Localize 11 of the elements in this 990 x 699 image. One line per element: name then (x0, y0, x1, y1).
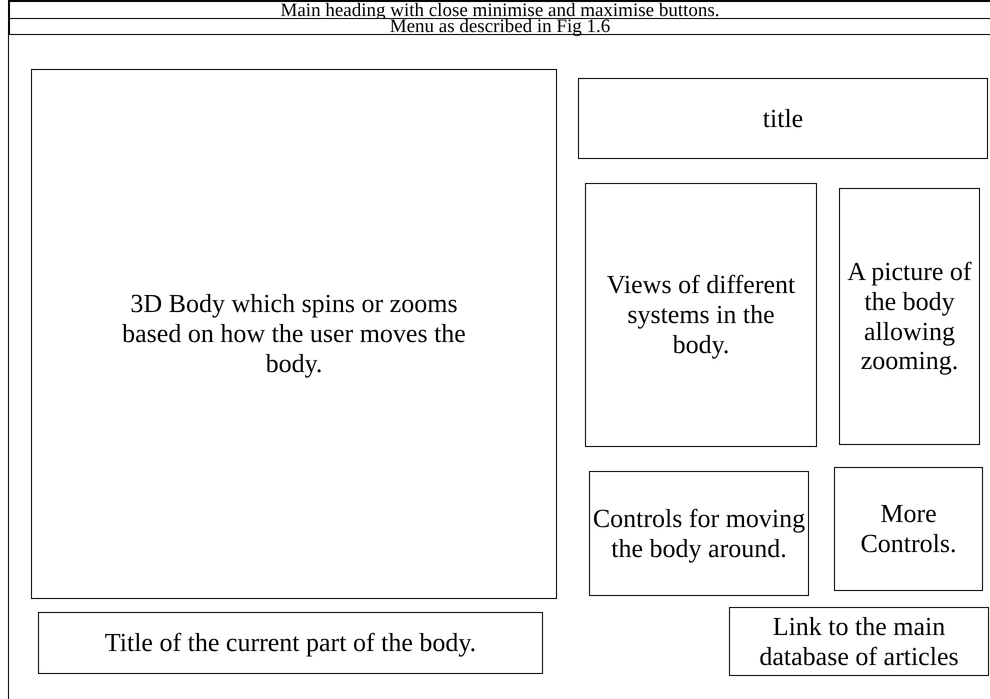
controls-panel: More Controls. (834, 467, 983, 591)
controls-panel: Controls for moving the body around. (589, 471, 809, 596)
title-panel: title (578, 78, 988, 159)
link-panel: Link to the main database of articles (729, 607, 989, 676)
title-panel: Title of the current part of the body. (38, 612, 543, 674)
views-panel: Views of different systems in the body. (585, 183, 817, 447)
viewer-panel: 3D Body which spins or zooms based on how the user moves the body. (31, 69, 557, 599)
heading-bar: Main heading with close minimise and maximise buttons. (9, 1, 990, 19)
menu-bar: Menu as described in Fig 1.6 (9, 18, 990, 35)
window-frame (8, 0, 990, 699)
picture-panel: A picture of the body allowing zooming. (839, 188, 980, 445)
